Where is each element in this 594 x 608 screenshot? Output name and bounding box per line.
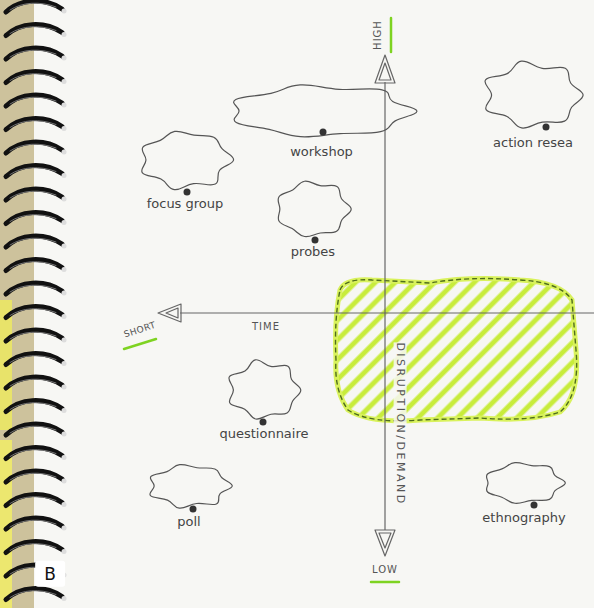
axis-label: DISRUPTION/DEMAND <box>393 342 406 505</box>
cloud-outline <box>270 176 356 242</box>
method-label: ethnography <box>482 510 565 526</box>
axis-label: LOW <box>372 564 398 576</box>
method-label: probes <box>291 244 335 260</box>
cloud-outline <box>477 57 589 133</box>
cloud-dot <box>320 129 327 136</box>
cloud-outline <box>222 356 306 424</box>
axis-label: SHORT <box>123 320 158 341</box>
cloud-dot <box>184 189 191 196</box>
cloud-outline <box>478 458 570 508</box>
cloud-shape <box>234 85 417 137</box>
method-label: poll <box>177 514 200 530</box>
cloud-shape <box>486 463 565 504</box>
axis-label: HIGH <box>372 20 384 50</box>
cloud-node: action resea <box>477 57 589 151</box>
cloud-dot <box>543 124 550 131</box>
green-underlines <box>124 18 399 582</box>
cloud-shape <box>229 360 301 419</box>
cloud-node: ethnography <box>478 458 570 526</box>
spiral-binding <box>6 1 67 601</box>
cloud-shape <box>278 181 351 237</box>
cloud-shape <box>142 131 234 189</box>
axes <box>158 55 594 556</box>
method-label: questionnaire <box>219 426 308 442</box>
cloud-outline <box>133 126 237 194</box>
cloud-dot <box>312 237 319 244</box>
cloud-dot <box>260 419 267 426</box>
cloud-dot <box>190 506 197 513</box>
highlight-region <box>336 279 577 421</box>
cloud-node: workshop <box>218 80 425 160</box>
cloud-outline <box>142 460 236 512</box>
cloud-node: questionnaire <box>215 356 313 442</box>
axis-label: TIME <box>252 321 280 333</box>
cloud-shape <box>485 61 583 128</box>
cloud-node: focus group <box>133 126 237 212</box>
cloud-shape <box>150 465 232 509</box>
method-label: workshop <box>290 144 353 160</box>
cloud-node: poll <box>142 460 236 530</box>
axis-label: B <box>35 561 65 587</box>
cloud-dot <box>531 502 538 509</box>
method-label: action resea <box>493 135 573 151</box>
cloud-outline <box>218 80 425 142</box>
cloud-node: probes <box>270 176 356 260</box>
method-label: focus group <box>147 196 224 212</box>
